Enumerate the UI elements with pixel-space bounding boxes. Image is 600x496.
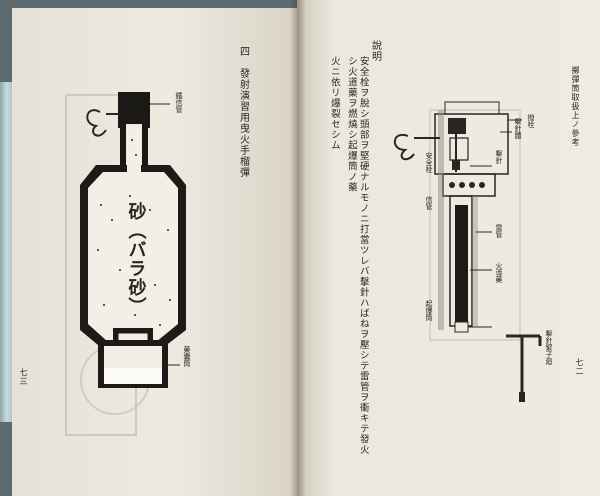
book-gutter bbox=[290, 0, 306, 496]
section-title: 說明 bbox=[369, 40, 381, 62]
label-l9: 擊針緊子廻 bbox=[545, 330, 553, 365]
running-header: 擲彈筒取扱上ノ參考 bbox=[571, 66, 580, 147]
body-text-line-2: 火ニ依リ爆裂セシム bbox=[328, 56, 340, 151]
label-l7: 火導藥 bbox=[495, 262, 503, 283]
label-l4: 安全栓 bbox=[425, 152, 433, 173]
left-caption: 四 發射演習用曳火手榴彈 bbox=[237, 46, 249, 178]
sand-label: 砂（バラ砂） bbox=[125, 202, 147, 316]
label-l5: 信管 bbox=[425, 196, 433, 210]
label-l3: 擊針 bbox=[495, 150, 503, 164]
label-l1: 撥栓 bbox=[527, 114, 535, 128]
right-page-number: 七二 bbox=[575, 358, 584, 376]
fuse-wrench-icon bbox=[506, 334, 542, 402]
grenade-outline bbox=[65, 92, 186, 436]
left-page-number: 七三 bbox=[19, 368, 28, 386]
body-text-line-1: 安全栓ヲ脫シ頭部ヲ堅硬ナルモノニ打當ツレバ擊針ハばねヲ壓シテ雷管ヲ衝キテ發火シ火… bbox=[345, 56, 369, 455]
right-page bbox=[297, 0, 600, 496]
label-powder-cylinder: 藥囊筒 bbox=[183, 346, 191, 367]
label-iron-fuse: 鐵信管 bbox=[175, 92, 183, 113]
label-l2: 擊針體 bbox=[514, 118, 522, 139]
label-l6: 雷管 bbox=[495, 224, 503, 238]
fuse-outline bbox=[393, 101, 522, 341]
label-l8: 起爆筒 bbox=[425, 300, 433, 321]
sand-dots bbox=[97, 139, 171, 326]
